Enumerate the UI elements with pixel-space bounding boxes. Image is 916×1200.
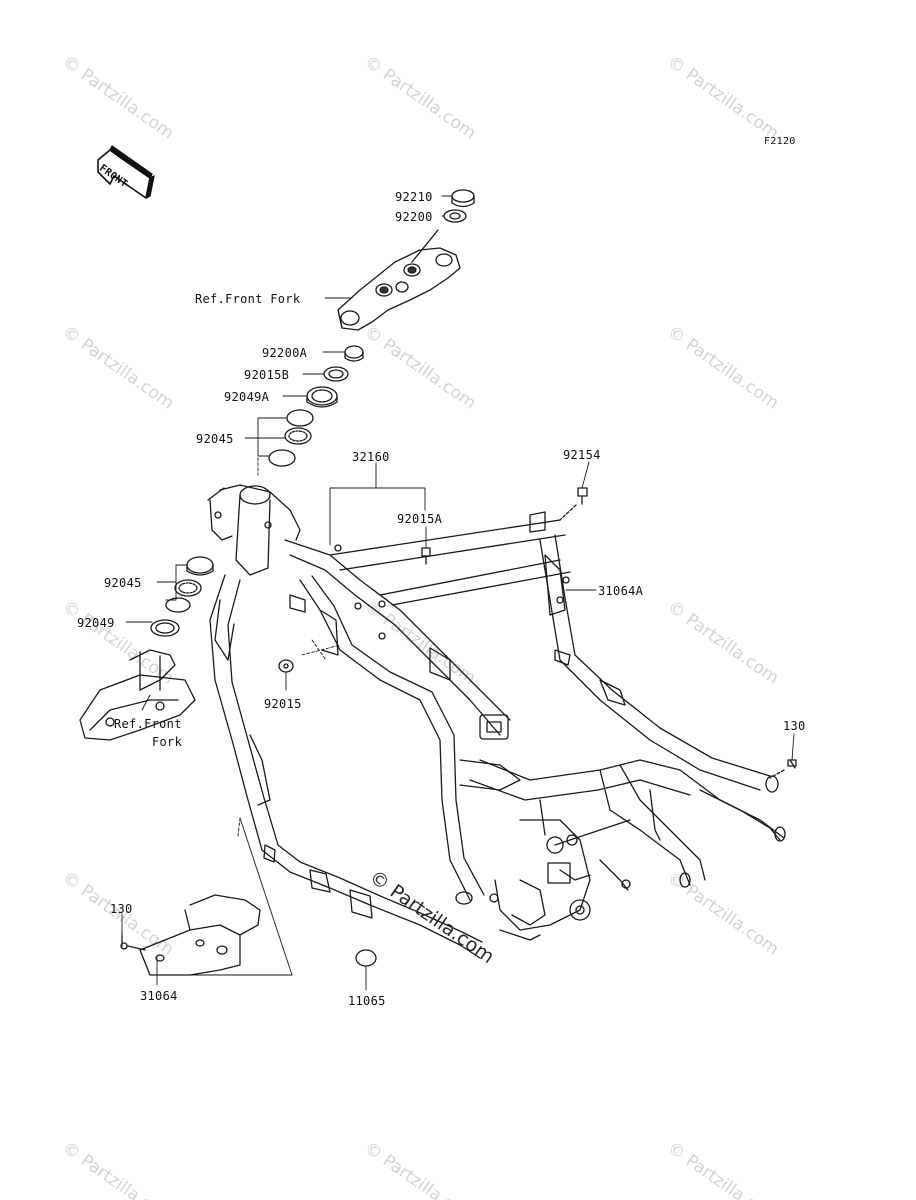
part-label-130-right[interactable]: 130 — [783, 719, 806, 733]
part-label-92015A[interactable]: 92015A — [397, 512, 443, 526]
part-label-92015B[interactable]: 92015B — [244, 368, 290, 382]
part-label-92200[interactable]: 92200 — [395, 210, 433, 224]
part-label-32160[interactable]: 32160 — [352, 450, 390, 464]
upper-bracket — [337, 229, 461, 331]
part-label-31064[interactable]: 31064 — [140, 989, 178, 1003]
bolt-92015A — [421, 547, 431, 565]
cap-nut — [451, 189, 475, 208]
part-label-92045-mid[interactable]: 92045 — [104, 576, 142, 590]
steering-stem-lower — [79, 556, 214, 741]
ref-front-fork-top[interactable]: Ref.Front Fork — [195, 292, 301, 306]
part-label-92210[interactable]: 92210 — [395, 190, 433, 204]
part-label-92049A[interactable]: 92049A — [224, 390, 270, 404]
part-label-92200A[interactable]: 92200A — [262, 346, 308, 360]
stem-parts — [268, 345, 364, 467]
nut-92015 — [278, 659, 294, 673]
ref-front-fork-bottom-line2[interactable]: Fork — [152, 735, 183, 749]
washer-92200 — [443, 209, 467, 223]
part-label-92045-top[interactable]: 92045 — [196, 432, 234, 446]
part-label-31064A[interactable]: 31064A — [598, 584, 644, 598]
head-pipe — [207, 484, 301, 576]
bolt-92154 — [559, 487, 588, 521]
bracket-31064 — [120, 894, 261, 976]
diagram-code: F2120 — [764, 136, 796, 147]
frame-backbone — [209, 511, 786, 959]
part-label-130-left[interactable]: 130 — [110, 902, 133, 916]
bolt-130-right — [769, 759, 797, 779]
cap-11065 — [355, 949, 377, 967]
front-arrow-icon — [97, 145, 155, 199]
part-label-11065[interactable]: 11065 — [348, 994, 386, 1008]
part-label-92015[interactable]: 92015 — [264, 697, 302, 711]
part-label-92154[interactable]: 92154 — [563, 448, 601, 462]
leader-lines — [121, 195, 795, 991]
ref-front-fork-bottom-line1[interactable]: Ref.Front — [114, 717, 182, 731]
part-label-92049[interactable]: 92049 — [77, 616, 115, 630]
